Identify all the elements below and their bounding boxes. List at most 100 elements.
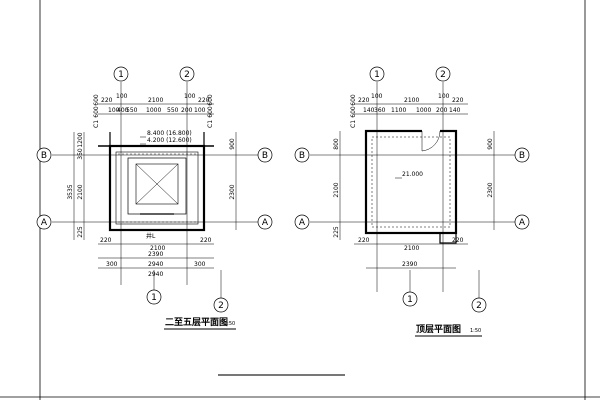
svg-text:1: 1 — [151, 293, 157, 303]
right-left-small-c1: C1 — [350, 120, 357, 128]
right-bottom-dim-2: 2390 — [402, 261, 417, 268]
right-top-dim-2a: 140 — [363, 107, 375, 114]
left-bottom-dim-2: 2390 — [148, 251, 163, 258]
right-axis-bubble-B-right: B — [514, 147, 530, 163]
right-left-dim-c: 225 — [333, 226, 340, 238]
svg-text:2: 2 — [184, 70, 190, 80]
left-top-dim-1e: 220 — [198, 97, 210, 104]
left-top-dim-2c: 550 — [126, 107, 138, 114]
right-axis-bubble-A-right: A — [514, 214, 530, 230]
left-bottom-dim-total: 2940 — [148, 271, 163, 278]
left-level-1: 8.400 (16.800) — [147, 130, 192, 137]
elevator-shaft — [127, 157, 187, 215]
right-bottom-stub — [439, 232, 457, 244]
right-axis-bubble-2-bottom: 2 — [471, 270, 487, 313]
svg-text:1: 1 — [374, 70, 380, 80]
left-top-dim-2b: 400 — [117, 107, 129, 114]
right-right-dim-a: 900 — [487, 138, 494, 150]
right-door-opening — [422, 129, 440, 133]
right-plan-title: 顶层平面图 — [416, 324, 461, 335]
right-top-dim-1a: 220 — [358, 97, 370, 104]
right-bottom-dim-1a: 220 — [358, 237, 370, 244]
left-axis-bubble-B-right: B — [257, 147, 273, 163]
right-top-dim-2d: 1000 — [416, 107, 431, 114]
left-bottom-dim-1c: 220 — [200, 237, 212, 244]
left-right-small-600a: 600 — [207, 106, 214, 118]
left-outer-wall — [108, 144, 206, 232]
right-level: 21.000 — [402, 171, 423, 178]
right-axis-bubble-1-bottom: 1 — [402, 270, 418, 307]
left-bottom-dim-1b: 2100 — [150, 245, 165, 252]
left-top-dim-1b: 100 — [116, 93, 128, 100]
left-axis-bubble-1-top: 1 — [113, 66, 129, 82]
left-top-dim-2e: 550 — [167, 107, 179, 114]
right-axis-bubble-1-top: 1 — [369, 66, 385, 82]
right-top-dim-2b: 360 — [374, 107, 386, 114]
left-top-dim-1c: 2100 — [148, 97, 163, 104]
right-axis-bubble-2-top: 2 — [435, 66, 451, 82]
left-inner-wall — [115, 151, 199, 225]
right-top-dim-2e: 200 — [436, 107, 448, 114]
svg-text:1: 1 — [118, 70, 124, 80]
right-axis-bubble-A-left: A — [294, 214, 310, 230]
left-plan: 1 2 1 2 B A B A — [36, 66, 273, 330]
left-plan-scale: 1:50 — [224, 321, 235, 327]
left-bottom-dim-1a: 220 — [100, 237, 112, 244]
left-left-dim-d: 225 — [77, 226, 84, 238]
right-top-dim-1d: 100 — [438, 93, 450, 100]
svg-text:B: B — [299, 151, 305, 161]
left-right-dim-a: 900 — [229, 138, 236, 150]
left-bottom-dim-3b: 2940 — [148, 261, 163, 268]
right-left-small-600b: 600 — [350, 94, 357, 106]
left-top-dim-2f: 200 — [181, 107, 193, 114]
right-plan-scale: 1:50 — [470, 328, 481, 334]
svg-text:A: A — [519, 218, 526, 228]
left-left-dim-b: 350 — [77, 148, 84, 160]
svg-text:1: 1 — [407, 295, 413, 305]
right-left-dim-b: 2100 — [333, 182, 340, 197]
right-inner-wall — [371, 136, 451, 228]
svg-text:A: A — [262, 218, 269, 228]
elevator-car-cross-2 — [135, 163, 179, 205]
left-top-dim-2d: 1000 — [146, 107, 161, 114]
left-plan-title: 二至五层平面图 — [165, 317, 228, 328]
right-plan: 1 2 1 2 B A B A — [294, 66, 530, 337]
svg-text:A: A — [299, 218, 306, 228]
svg-text:2: 2 — [476, 301, 482, 311]
left-top-dim-1d: 100 — [184, 93, 196, 100]
elevator-car — [135, 163, 179, 205]
left-bottom-dim-3a: 300 — [106, 261, 118, 268]
left-left-dim-c: 2100 — [77, 184, 84, 199]
right-top-dim-1e: 220 — [452, 97, 464, 104]
right-bottom-dim-1c: 220 — [452, 237, 464, 244]
right-top-dim-1c: 2100 — [404, 97, 419, 104]
right-left-dim-a: 800 — [333, 138, 340, 150]
left-left-dim-total: 3535 — [67, 184, 74, 199]
left-axis-bubble-A-left: A — [36, 214, 52, 230]
svg-text:2: 2 — [218, 301, 224, 311]
left-bottom-dim-3c: 300 — [194, 261, 206, 268]
left-top-dim-2a: 100 — [108, 107, 120, 114]
left-top-dim-1a: 220 — [101, 97, 113, 104]
left-right-small-600b: 600 — [207, 94, 214, 106]
right-right-dim-b: 2300 — [487, 182, 494, 197]
left-axis-bubble-2-bottom: 2 — [213, 270, 229, 313]
left-axis-bubble-2-top: 2 — [179, 66, 195, 82]
left-axis-bubble-A-right: A — [257, 214, 273, 230]
svg-text:B: B — [519, 151, 525, 161]
right-axis-bubble-B-left: B — [294, 147, 310, 163]
left-axis-bubble-B-left: B — [36, 147, 52, 163]
svg-text:2: 2 — [440, 70, 446, 80]
right-outer-wall — [364, 129, 458, 235]
right-left-small-600a: 600 — [350, 106, 357, 118]
right-top-dim-2c: 1100 — [391, 107, 406, 114]
svg-text:A: A — [41, 218, 48, 228]
left-left-small-c1: C1 — [93, 120, 100, 128]
left-right-small-c1: C1 — [207, 120, 214, 128]
left-top-dim-2g: 100 — [194, 107, 206, 114]
left-left-small-600a: 600 — [93, 106, 100, 118]
right-top-dim-2f: 140 — [449, 107, 461, 114]
left-axis-bubble-1-bottom: 1 — [146, 270, 162, 305]
svg-text:B: B — [41, 151, 47, 161]
